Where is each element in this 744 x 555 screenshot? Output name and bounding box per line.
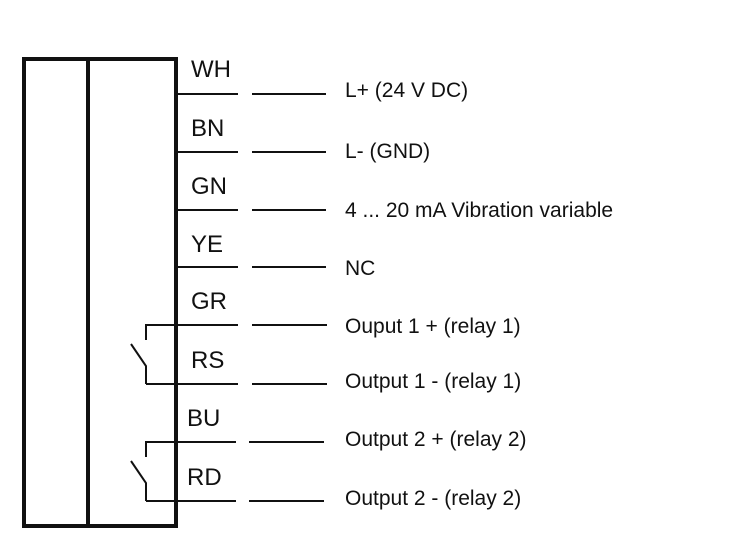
wire-color-code-gr: GR	[191, 288, 227, 315]
wire-function-ye: NC	[345, 257, 376, 280]
relay-switch-1	[130, 324, 176, 385]
wire-color-code-bu: BU	[187, 405, 221, 432]
device-housing	[22, 57, 178, 528]
relay-switch-2	[130, 441, 176, 502]
wire-color-code-bn: BN	[191, 115, 225, 142]
wire-color-code-gn: GN	[191, 173, 227, 200]
wire-color-code-rs: RS	[191, 347, 225, 374]
wire-color-code-rd: RD	[187, 464, 222, 491]
wire-color-code-wh: WH	[191, 56, 231, 83]
wire-color-code-ye: YE	[191, 231, 224, 258]
wire-function-wh: L+ (24 V DC)	[345, 79, 469, 102]
wire-function-bn: L- (GND)	[345, 140, 431, 163]
wire-function-rs: Output 1 - (relay 1)	[345, 370, 522, 393]
wire-function-gn: 4 ... 20 mA Vibration variable	[345, 199, 614, 222]
wire-function-rd: Output 2 - (relay 2)	[345, 487, 522, 510]
wire-function-gr: Ouput 1 + (relay 1)	[345, 315, 521, 338]
wire-function-bu: Output 2 + (relay 2)	[345, 428, 527, 451]
